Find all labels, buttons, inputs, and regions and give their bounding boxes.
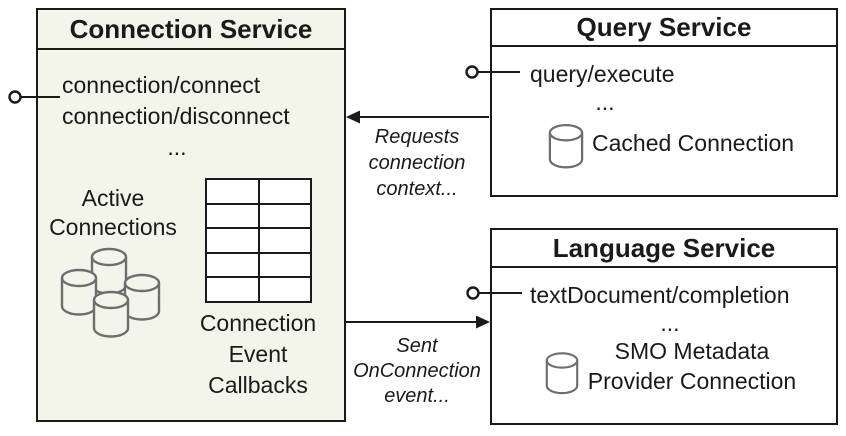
method-query-execute: query/execute — [530, 61, 675, 87]
connection-service-methods: connection/connect connection/disconnect… — [62, 70, 292, 163]
active-connections-label: Active Connections — [49, 185, 177, 240]
query-service-methods: query/execute ... — [530, 60, 680, 116]
method-connection-connect: connection/connect — [62, 72, 261, 98]
method-connection-disconnect: connection/disconnect — [62, 103, 290, 129]
method-textdocument-completion: textDocument/completion — [530, 282, 790, 308]
database-cylinder-icon — [545, 352, 579, 395]
query-service-box: Query Service query/execute ... Cached C… — [490, 8, 838, 197]
language-service-title: Language Service — [492, 230, 836, 268]
arrow-sent-onconnection-event — [346, 315, 490, 329]
query-service-title: Query Service — [492, 10, 836, 47]
cached-connection-label: Cached Connection — [592, 130, 795, 156]
requests-connection-context-label: Requests connection context... — [368, 126, 466, 200]
query-methods-ellipsis: ... — [595, 89, 615, 115]
database-cylinder-icon — [60, 268, 98, 316]
connection-service-title: Connection Service — [38, 10, 344, 50]
database-cylinder-icon — [92, 290, 130, 338]
language-service-box: Language Service textDocument/completion… — [490, 228, 838, 425]
smo-metadata-provider-connection-label: SMO Metadata Provider Connection — [587, 338, 797, 394]
callback-table-grid — [205, 178, 312, 303]
arrow-requests-connection-context — [346, 110, 489, 124]
language-methods-ellipsis: ... — [660, 310, 680, 336]
connection-service-box: Connection Service connection/connect co… — [36, 8, 346, 422]
database-cylinder-icon — [548, 124, 584, 169]
sent-onconnection-event-label: Sent OnConnection event... — [353, 335, 481, 407]
connection-event-callbacks-label: Connection Event Callbacks — [199, 310, 317, 398]
database-cylinder-icon — [123, 273, 161, 321]
language-service-methods: textDocument/completion ... — [530, 281, 810, 337]
connection-methods-ellipsis: ... — [167, 134, 187, 160]
